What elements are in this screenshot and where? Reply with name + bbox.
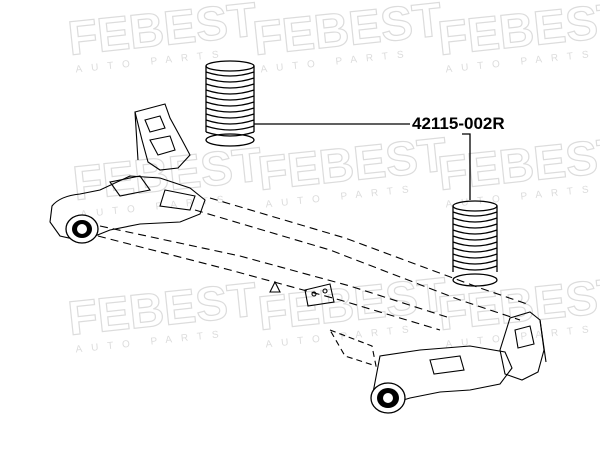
lower-coil-spring: [452, 200, 498, 287]
torsion-beam: [97, 197, 531, 331]
right-spring-seat-bracket: [499, 311, 547, 381]
left-bushing: [65, 214, 99, 244]
upper-coil-spring: [205, 60, 255, 147]
part-number-label: 42115-002R: [412, 114, 505, 133]
left-spring-seat-bracket: [134, 103, 191, 171]
right-bushing: [370, 382, 406, 414]
beam-center-brackets: [269, 280, 335, 307]
callout-leader: [254, 123, 471, 200]
